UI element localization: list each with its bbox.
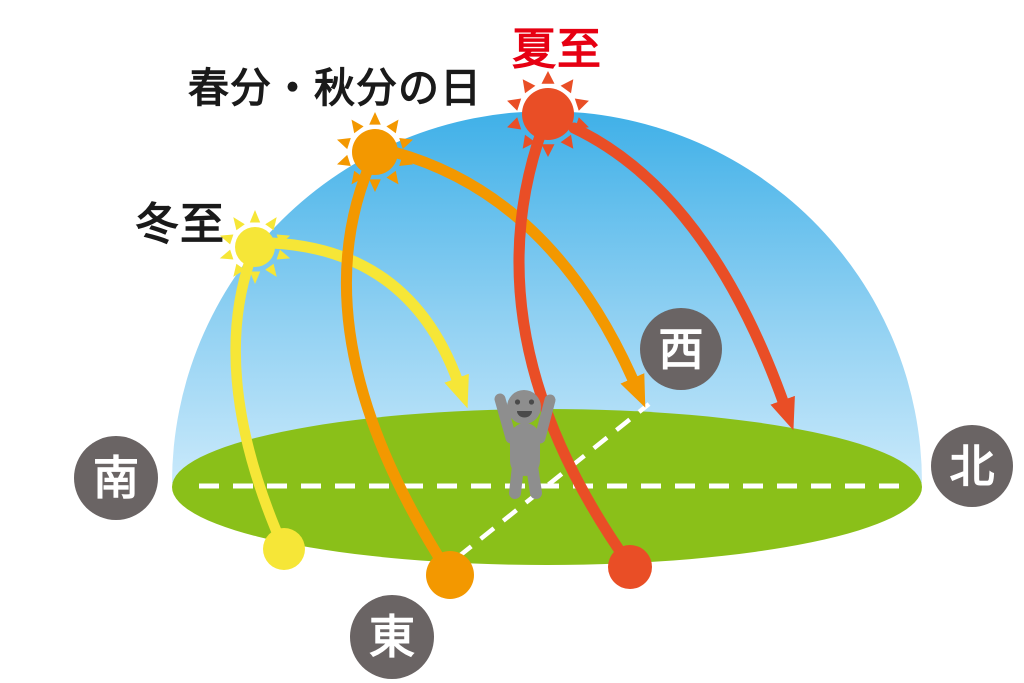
equinox-sun-path-rising: [341, 147, 456, 581]
summer-sun-path-rising: [513, 108, 637, 573]
direction-badge-east: 東: [350, 595, 434, 679]
east-west-dashed-line: [456, 402, 651, 559]
winter-sun-path-setting-arrow: [266, 237, 469, 409]
summer-sun-path-setting-arrow: [568, 122, 795, 431]
winter-solstice-label: 冬至: [135, 199, 225, 250]
summer-solstice-label: 夏至: [512, 24, 602, 75]
direction-badge-north: 北: [931, 425, 1013, 507]
direction-label-north: 北: [949, 439, 995, 493]
equinox-label: 春分・秋分の日: [188, 64, 482, 112]
summer-sun-icon: [507, 71, 589, 157]
direction-label-south: 南: [93, 451, 139, 505]
direction-label-east: 東: [369, 610, 415, 664]
equinox-sunrise-dot: [426, 551, 474, 599]
winter-sun-icon: [219, 210, 291, 284]
equinox-sun-path-setting-arrow: [388, 146, 646, 408]
winter-sunrise-dot: [263, 528, 305, 570]
direction-label-west: 西: [658, 322, 704, 376]
direction-badge-west: 西: [640, 308, 722, 390]
person-icon: [494, 390, 556, 499]
winter-sun-path-rising: [230, 241, 290, 555]
equinox-sun-icon: [337, 112, 413, 192]
direction-badge-south: 南: [74, 436, 158, 520]
summer-sunrise-dot: [608, 545, 652, 589]
